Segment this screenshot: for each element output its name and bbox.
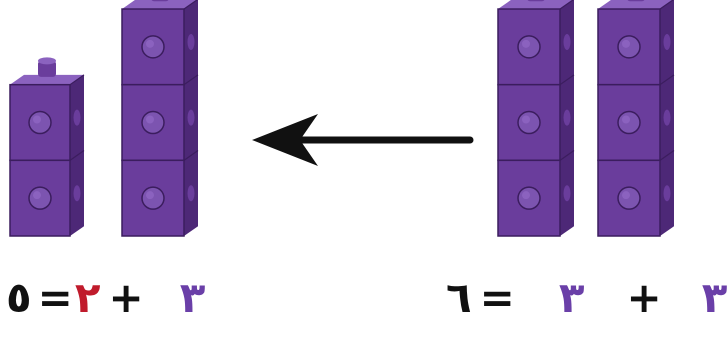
tower-peg bbox=[38, 60, 56, 77]
cube-side-bump bbox=[563, 109, 571, 126]
cube-side-edge bbox=[559, 0, 574, 10]
cube-bump-highlight bbox=[522, 191, 530, 200]
cube bbox=[597, 74, 675, 162]
right-tower-2 bbox=[597, 0, 675, 237]
cube-bump-highlight bbox=[622, 115, 630, 124]
cube bbox=[497, 150, 575, 237]
cube-side-edge bbox=[559, 150, 575, 161]
cube-bump-highlight bbox=[146, 115, 154, 124]
cube-front-bump bbox=[141, 110, 165, 135]
right-plus: + bbox=[626, 273, 662, 322]
cube-front-bump bbox=[517, 35, 541, 59]
cube-side-bump bbox=[187, 185, 195, 202]
left-tower-2 bbox=[121, 0, 199, 237]
cube-side-bump bbox=[73, 185, 81, 202]
cube-side-edge bbox=[183, 0, 198, 10]
cube-side-edge bbox=[69, 150, 85, 161]
left-result: ٥ bbox=[6, 273, 32, 322]
cube bbox=[121, 74, 199, 162]
cube-front-bump bbox=[617, 110, 641, 135]
left-equation: ٥ = ٢ + ٣ bbox=[6, 268, 236, 328]
cube-side-bump bbox=[663, 33, 671, 50]
right-addend-1: ٣ bbox=[558, 273, 585, 322]
right-equation: ٦ = ٣ + ٣ bbox=[446, 268, 727, 328]
cube-bump-highlight bbox=[33, 115, 41, 124]
cube-front-bump bbox=[517, 110, 541, 135]
cube-side-bump bbox=[563, 185, 571, 202]
cube-front-bump bbox=[617, 35, 641, 59]
cube-side-bump bbox=[563, 33, 571, 50]
cube-front-bump bbox=[617, 186, 641, 210]
cube bbox=[121, 150, 199, 237]
cube-side-edge bbox=[659, 0, 674, 10]
cube bbox=[9, 150, 85, 237]
cube-side-bump bbox=[187, 33, 195, 50]
right-equals: = bbox=[479, 273, 515, 322]
left-addend-purple: ٣ bbox=[179, 273, 206, 322]
right-tower-1 bbox=[497, 0, 575, 237]
cube-side-bump bbox=[73, 109, 81, 126]
cube-bump-highlight bbox=[622, 191, 630, 200]
cube-front-bump bbox=[141, 35, 165, 59]
cube-side-edge bbox=[659, 150, 675, 161]
cube bbox=[497, 0, 574, 86]
right-addend-2: ٣ bbox=[701, 273, 727, 322]
tower-top-face bbox=[598, 0, 673, 10]
cube-side-edge bbox=[183, 150, 199, 161]
cube-bump-highlight bbox=[522, 39, 530, 48]
tower-peg bbox=[151, 0, 169, 2]
tower-top-face bbox=[122, 0, 197, 10]
left-tower-1 bbox=[9, 57, 85, 237]
cube bbox=[9, 74, 85, 162]
cube-side-edge bbox=[559, 74, 575, 86]
cube bbox=[597, 150, 675, 237]
left-plus: + bbox=[108, 273, 144, 322]
left-addend-red: ٢ bbox=[74, 273, 101, 322]
cube-side-edge bbox=[659, 74, 675, 86]
cube-side-edge bbox=[69, 74, 85, 86]
cube-side-bump bbox=[187, 109, 195, 126]
cube-side-edge bbox=[183, 74, 199, 86]
tower-top-face bbox=[498, 0, 573, 10]
tower-top-face bbox=[10, 74, 84, 85]
left-equals: = bbox=[37, 273, 73, 322]
cube-front-bump bbox=[517, 186, 541, 210]
cube-side-bump bbox=[663, 185, 671, 202]
tower-peg-top bbox=[38, 57, 56, 65]
cube-bump-highlight bbox=[146, 39, 154, 48]
cube-bump-highlight bbox=[33, 191, 41, 200]
cube-front-face bbox=[597, 159, 661, 237]
cube-front-face bbox=[497, 159, 561, 237]
cube bbox=[121, 0, 198, 86]
tower-peg bbox=[527, 0, 545, 2]
cube-bump-highlight bbox=[522, 115, 530, 124]
tower-peg bbox=[627, 0, 645, 2]
cube-front-bump bbox=[28, 186, 52, 210]
cube-side-bump bbox=[663, 109, 671, 126]
cube-front-bump bbox=[141, 186, 165, 210]
cube-front-bump bbox=[28, 110, 52, 135]
arrow-left-icon bbox=[252, 114, 474, 166]
cube-diagram bbox=[9, 0, 675, 237]
cube bbox=[497, 74, 575, 162]
cube-bump-highlight bbox=[622, 39, 630, 48]
right-result: ٦ bbox=[446, 273, 472, 322]
cube-bump-highlight bbox=[146, 191, 154, 200]
